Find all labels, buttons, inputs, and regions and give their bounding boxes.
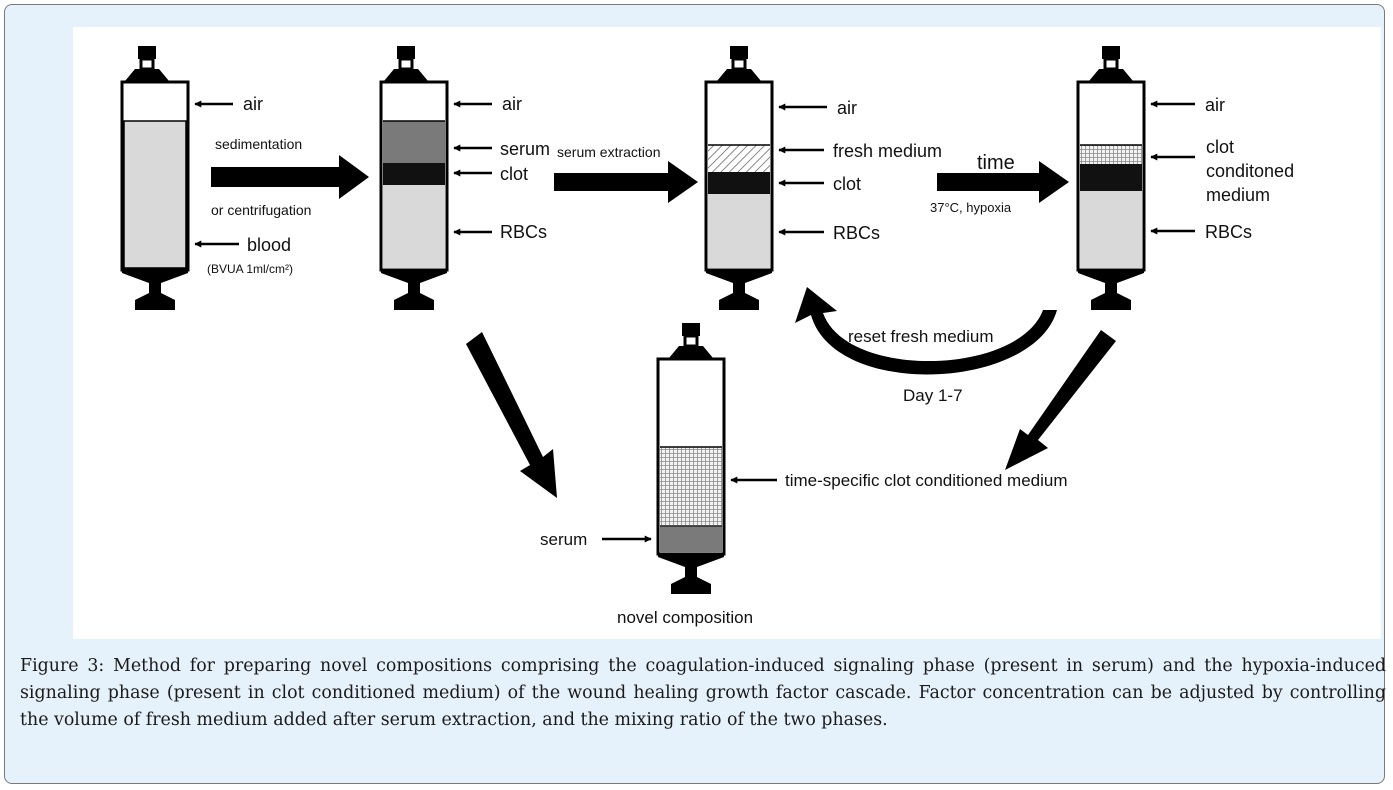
label-serum-5: serum — [540, 530, 587, 549]
label-air-1: air — [243, 94, 263, 114]
label-serum-2: serum — [500, 139, 550, 159]
label-blood: blood — [247, 235, 291, 255]
label-air-3: air — [837, 98, 857, 118]
figure-caption: Figure 3: Method for preparing novel com… — [20, 656, 1386, 730]
fresh-medium-layer — [708, 145, 770, 172]
label-hypoxia: 37°C, hypoxia — [930, 200, 1012, 215]
conditioned-medium-layer — [1080, 145, 1142, 164]
clot-layer — [708, 172, 770, 194]
process-diagram: air blood (BVUA 1ml/cm²) sedimentation o… — [120, 46, 1294, 627]
serum-layer — [383, 121, 445, 163]
diagram-panel: air blood (BVUA 1ml/cm²) sedimentation o… — [73, 27, 1381, 639]
conditioned-medium-layer — [660, 447, 722, 526]
label-centrifugation: or centrifugation — [211, 202, 311, 218]
label-air-2: air — [502, 94, 522, 114]
rbc-layer — [708, 194, 770, 268]
arrow-serum-to-novel — [466, 332, 557, 498]
label-day-range: Day 1-7 — [903, 386, 963, 405]
clot-layer — [1080, 164, 1142, 191]
syringe-cap — [138, 46, 156, 59]
arrow-medium-to-novel — [1005, 330, 1116, 470]
syringe-separated — [379, 46, 449, 310]
label-time: time — [977, 152, 1015, 174]
figure-box: air blood (BVUA 1ml/cm²) sedimentation o… — [4, 4, 1386, 784]
serum-layer — [660, 526, 722, 552]
label-air-4: air — [1205, 95, 1225, 115]
syringe-plunger — [122, 270, 188, 310]
label-conditioned-1: clot — [1206, 137, 1234, 157]
syringe-blood — [120, 46, 190, 310]
arrow-sedimentation — [211, 155, 369, 199]
syringe-conditioned — [1076, 46, 1146, 310]
label-novel-composition: novel composition — [617, 608, 753, 627]
label-sedimentation: sedimentation — [215, 136, 302, 152]
label-blood-note: (BVUA 1ml/cm²) — [207, 262, 293, 276]
label-conditioned-3: medium — [1206, 185, 1270, 205]
syringe-fresh-medium — [704, 46, 774, 310]
label-clot-2: clot — [500, 164, 528, 184]
label-rbcs-3: RBCs — [833, 223, 880, 243]
arrow-time — [937, 161, 1069, 203]
label-conditioned-2: conditoned — [1206, 161, 1294, 181]
label-time-specific-medium: time-specific clot conditioned medium — [785, 471, 1068, 490]
rbc-layer — [383, 185, 445, 268]
arrow-reset-fresh-medium — [795, 287, 1057, 375]
label-rbcs-4: RBCs — [1205, 222, 1252, 242]
label-serum-extraction: serum extraction — [557, 144, 660, 160]
syringe-novel-composition — [656, 323, 726, 594]
label-reset-fresh-medium: reset fresh medium — [848, 327, 994, 346]
clot-layer — [383, 163, 445, 185]
label-fresh-medium: fresh medium — [833, 141, 942, 161]
label-clot-3: clot — [833, 174, 861, 194]
blood-layer — [123, 120, 187, 269]
label-rbcs-2: RBCs — [500, 222, 547, 242]
arrow-serum-extraction — [554, 161, 698, 203]
rbc-layer — [1080, 191, 1142, 268]
